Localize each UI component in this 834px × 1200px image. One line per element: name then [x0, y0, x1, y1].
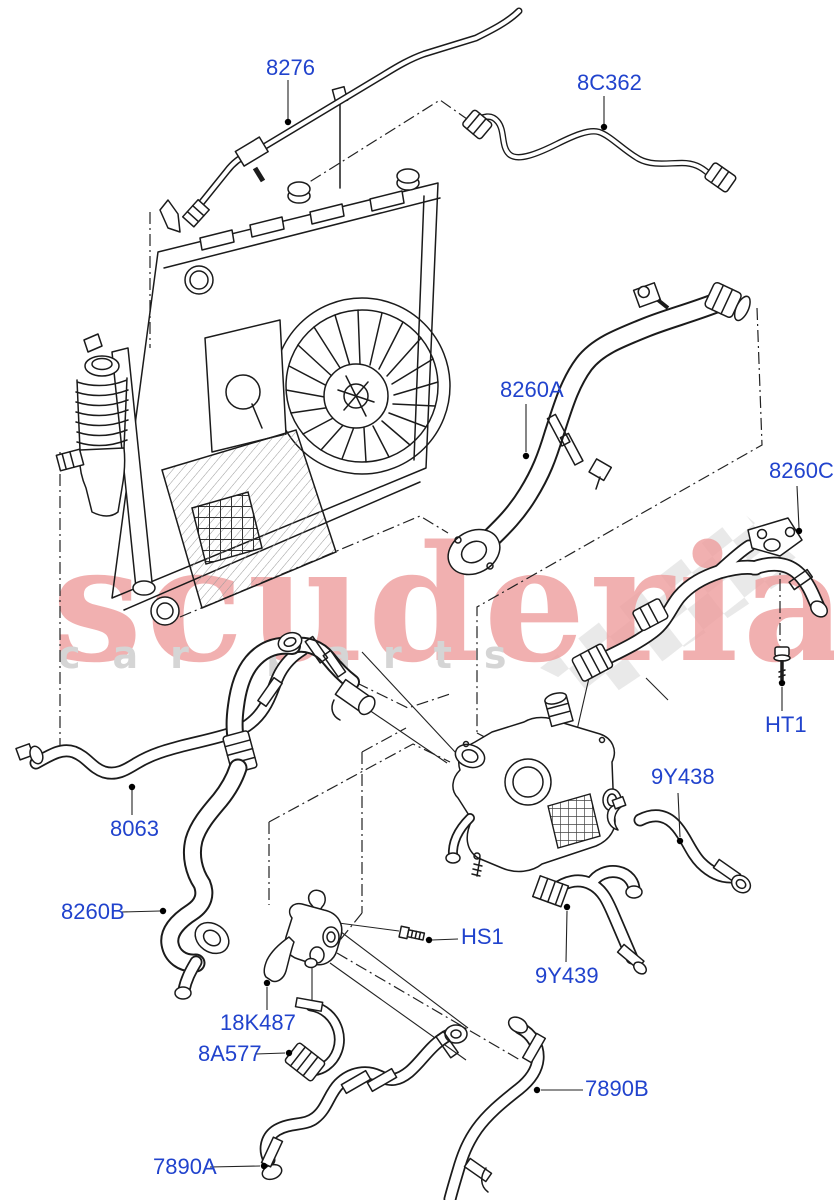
part-label-8c362[interactable]: 8C362 — [577, 70, 642, 95]
part-label-8260b[interactable]: 8260B — [61, 899, 125, 924]
water-outlet-18k487-drawing — [263, 889, 343, 1002]
part-label-hs1[interactable]: HS1 — [461, 924, 504, 949]
part-label-8063[interactable]: 8063 — [110, 816, 159, 841]
part-label-9y438[interactable]: 9Y438 — [651, 764, 715, 789]
part-label-8276[interactable]: 8276 — [266, 55, 315, 80]
part-label-8260a[interactable]: 8260A — [500, 377, 564, 402]
part-label-8a577[interactable]: 8A577 — [198, 1041, 262, 1066]
part-label-18k487[interactable]: 18K487 — [220, 1010, 296, 1035]
tube-8276-drawing — [159, 7, 523, 233]
thermostat-housing-drawing — [445, 692, 622, 877]
part-label-7890a[interactable]: 7890A — [153, 1154, 217, 1179]
hose-8260b-drawing — [160, 631, 376, 1000]
hose-7890b-drawing — [443, 1016, 547, 1200]
hose-9y439-drawing — [531, 865, 648, 975]
part-label-8260c[interactable]: 8260C — [769, 458, 834, 483]
watermark-brand-text: scuderia — [52, 510, 834, 698]
tube-8c362-drawing — [462, 109, 737, 193]
part-label-9y439[interactable]: 9Y439 — [535, 963, 599, 988]
hose-8260a-drawing — [447, 281, 751, 576]
screw-hs1-drawing — [398, 925, 426, 941]
hose-8a577-drawing — [284, 997, 345, 1082]
bolt-ht1-drawing — [773, 646, 791, 680]
hose-8260c-drawing — [571, 517, 828, 682]
radiator-fan-assembly-drawing — [55, 85, 451, 626]
alignment-lines — [59, 99, 781, 1061]
part-label-7890b[interactable]: 7890B — [585, 1076, 649, 1101]
hose-7890a-drawing — [259, 1024, 468, 1181]
hose-8063-drawing — [15, 643, 309, 780]
hose-9y438-drawing — [606, 795, 752, 894]
part-label-ht1[interactable]: HT1 — [765, 712, 807, 737]
label-leader-lines — [121, 80, 803, 1170]
